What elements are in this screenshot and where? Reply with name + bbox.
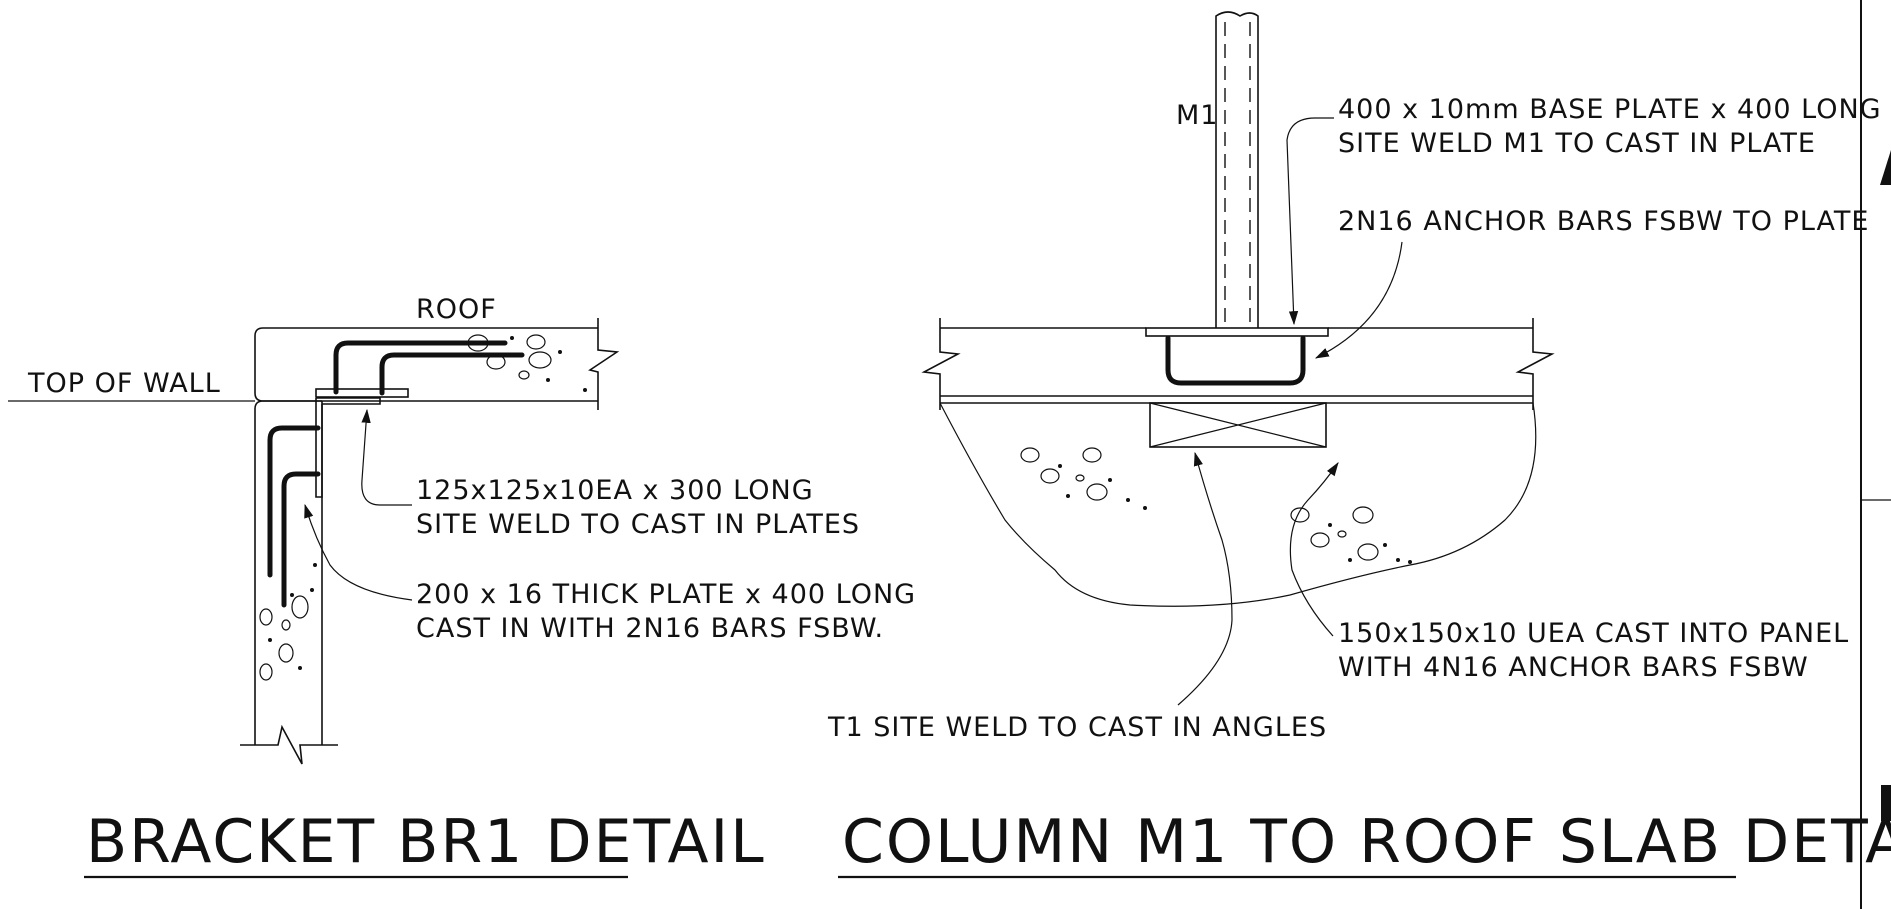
uea-note-line-2: WITH 4N16 ANCHOR BARS FSBW (1338, 652, 1809, 683)
anchor-bar-roof-1 (379, 352, 525, 396)
base-plate-note-line-1: 400 x 10mm BASE PLATE x 400 LONG (1338, 94, 1882, 125)
leader-uea (1289, 462, 1339, 637)
wall-panel (240, 400, 338, 765)
cast-in-plate-roof (315, 388, 409, 398)
bracket-title: BRACKET BR1 DETAIL (86, 807, 766, 877)
uea-note-line-1: 150x150x10 UEA CAST INTO PANEL (1338, 618, 1849, 649)
anchor-bar-u (1165, 335, 1306, 386)
leader-t1 (1177, 451, 1233, 706)
column-m1 (1215, 11, 1259, 328)
cast-in-angle (1149, 402, 1327, 448)
bracket-br1-detail: ROOF TOP OF WALL 125x125x10EA x 300 LONG… (8, 294, 916, 879)
panel-breakout (939, 402, 1537, 607)
base-plate-note-line-2: SITE WELD M1 TO CAST IN PLATE (1338, 128, 1816, 159)
plate-note-line-2: CAST IN WITH 2N16 BARS FSBW. (416, 613, 884, 644)
leader-angle (361, 408, 412, 506)
leader-plate (304, 503, 413, 601)
plate-note-line-1: 200 x 16 THICK PLATE x 400 LONG (416, 579, 916, 610)
column-m1-detail: M1 400 x 10mm BASE PLATE x 400 LONG SITE… (827, 11, 1891, 879)
anchor-note: 2N16 ANCHOR BARS FSBW TO PLATE (1338, 206, 1869, 237)
anchor-bar-roof-2 (333, 340, 508, 395)
sheet-border (1860, 0, 1891, 909)
top-of-wall-label: TOP OF WALL (27, 368, 221, 399)
anchor-bar-wall-2 (281, 471, 321, 608)
grid-marker-bottom (1881, 785, 1891, 821)
t1-note: T1 SITE WELD TO CAST IN ANGLES (827, 712, 1327, 743)
leader-anchor-bars (1314, 241, 1403, 359)
m1-label: M1 (1176, 100, 1218, 131)
roof-slab (254, 318, 620, 410)
roof-label: ROOF (416, 294, 497, 325)
concrete-aggregate (259, 334, 587, 681)
angle-note-line-2: SITE WELD TO CAST IN PLATES (416, 509, 860, 540)
column-title: COLUMN M1 TO ROOF SLAB DETAIL (842, 807, 1891, 877)
roof-slab-column (921, 318, 1555, 410)
base-plate (1145, 327, 1329, 337)
panel-aggregate (1020, 447, 1412, 564)
anchor-bar-wall-1 (267, 425, 321, 578)
leader-base-plate (1286, 117, 1334, 326)
angle-note-line-1: 125x125x10EA x 300 LONG (416, 475, 814, 506)
grid-marker-top (1880, 150, 1891, 185)
steel-angle (315, 397, 381, 498)
